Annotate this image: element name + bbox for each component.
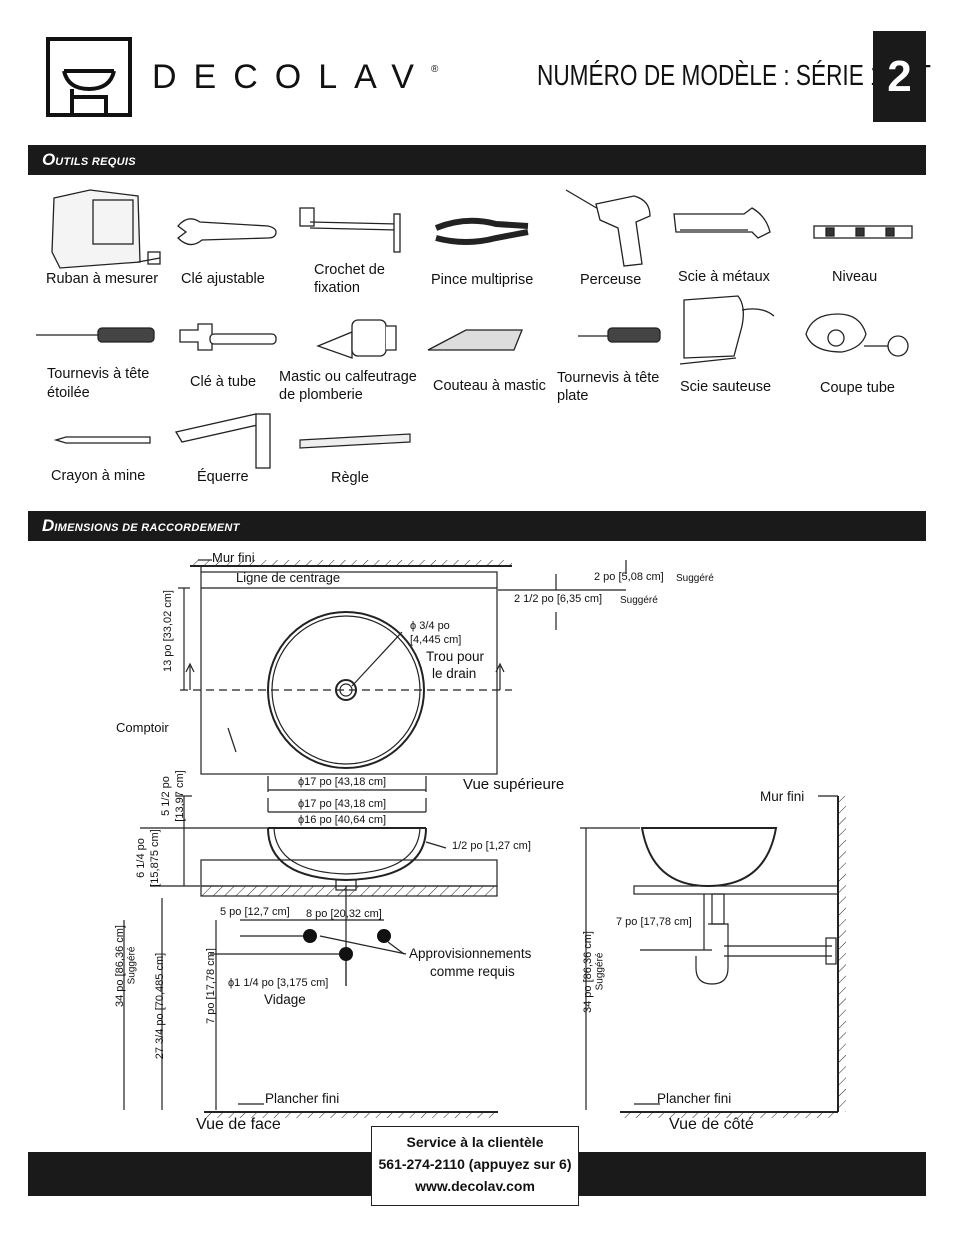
tool-label-pencil: Crayon à mine <box>51 468 146 484</box>
label-vidage: Vidage <box>264 992 306 1007</box>
tool-label-tape: Ruban à mesurer <box>46 271 159 287</box>
tool-label-ruler: Règle <box>331 470 369 486</box>
tool-label-hacksaw: Scie à métaux <box>678 269 770 285</box>
label-dim-2po: 2 po [5,08 cm] <box>594 571 664 583</box>
tool-label-hook-1: Crochet de <box>314 262 385 278</box>
pipe-wrench-icon <box>179 323 277 351</box>
service-website[interactable]: www.decolav.com <box>415 1178 535 1194</box>
label-dim-7po-side: 7 po [17,78 cm] <box>616 916 692 928</box>
tape-measure-icon <box>51 189 161 269</box>
tool-label-flat-1: Tournevis à tête <box>557 370 660 386</box>
supply-point-left <box>303 929 317 943</box>
tool-label-hook-2: fixation <box>314 280 360 296</box>
page-number: 2 <box>873 31 926 122</box>
service-title: Service à la clientèle <box>406 1134 544 1150</box>
label-dia17-front: ϕ17 po [43,18 cm] <box>298 798 387 810</box>
tool-label-putty: Couteau à mastic <box>433 378 546 394</box>
tube-cutter-icon <box>805 313 909 357</box>
label-drain-1-25: ϕ1 1/4 po [3,175 cm] <box>228 977 329 989</box>
label-drain-dia-1: ϕ 3/4 po <box>410 620 450 632</box>
drain-point <box>339 947 353 961</box>
tool-label-phillips-2: étoilée <box>47 385 90 401</box>
hacksaw-icon <box>673 207 771 239</box>
tool-label-jigsaw: Scie sauteuse <box>680 379 772 395</box>
label-suggere-1: Suggéré <box>676 573 714 584</box>
tool-label-flat-2: plate <box>557 388 589 404</box>
label-vue-cote: Vue de côté <box>669 1116 754 1133</box>
label-drain-hole-2: le drain <box>432 666 477 681</box>
label-mur-fini-side: Mur fini <box>760 789 805 804</box>
label-dim-6-25-a: 6 1/4 po <box>135 838 147 878</box>
tool-label-level: Niveau <box>832 269 878 285</box>
tool-label-wrench: Clé ajustable <box>181 271 265 287</box>
label-dim-34po-side: 34 po [86,36 cm] <box>582 931 594 1013</box>
label-dim-27-75: 27 3/4 po [70,485 cm] <box>154 952 166 1060</box>
hook-icon <box>299 207 401 253</box>
label-dim-5-5po-b: [13,97 cm] <box>174 770 186 822</box>
square-icon <box>174 413 271 469</box>
label-dim-34po: 34 po [86,36 cm] <box>114 925 126 1007</box>
brand-name: DECOLAV® <box>152 58 439 96</box>
label-dim-7po-front: 7 po [17,78 cm] <box>205 948 217 1024</box>
label-suggere-3: Suggéré <box>126 946 138 985</box>
customer-service-box: Service à la clientèle 561-274-2110 (app… <box>371 1126 579 1206</box>
tool-label-pliers: Pince multiprise <box>431 272 534 288</box>
tool-label-cutter: Coupe tube <box>820 380 895 396</box>
label-comptoir: Comptoir <box>116 720 169 735</box>
label-dia17-top: ϕ17 po [43,18 cm] <box>298 776 387 788</box>
flat-screwdriver-icon <box>578 327 661 343</box>
label-dim-5po: 5 po [12,7 cm] <box>220 906 290 918</box>
level-icon <box>813 225 913 239</box>
label-plancher-side: Plancher fini <box>657 1091 732 1106</box>
label-vue-superieure: Vue supérieure <box>463 776 565 793</box>
supply-point-right <box>377 929 391 943</box>
service-phone: 561-274-2110 (appuyez sur 6) <box>378 1156 572 1172</box>
label-dim-6-25-b: [15,875 cm] <box>149 829 161 887</box>
label-dim-2-5po: 2 1/2 po [6,35 cm] <box>514 593 603 605</box>
tool-label-phillips-1: Tournevis à tête <box>47 366 150 382</box>
label-ligne-centrage: Ligne de centrage <box>236 570 341 585</box>
label-suggere-2: Suggéré <box>620 595 658 606</box>
label-dia16-front: ϕ16 po [40,64 cm] <box>298 814 387 826</box>
label-mur-fini-top: Mur fini <box>212 550 255 565</box>
caulk-tube-icon <box>316 319 397 359</box>
tool-label-drill: Perceuse <box>580 272 642 288</box>
phillips-screwdriver-icon <box>36 327 155 343</box>
label-drain-hole-1: Trou pour <box>426 649 485 664</box>
decolav-logo-icon <box>46 37 132 117</box>
label-drain-dia-2: [4,445 cm] <box>410 634 462 646</box>
tool-label-caulk-1: Mastic ou calfeutrage <box>279 369 417 385</box>
model-title: NUMÉRO DE MODÈLE : SÉRIE 1112T <box>537 60 931 92</box>
ruler-icon <box>299 433 411 449</box>
label-vue-face: Vue de face <box>196 1116 281 1133</box>
drill-icon <box>565 189 651 267</box>
label-dim-half: 1/2 po [1,27 cm] <box>452 840 531 852</box>
label-dim-13po: 13 po [33,02 cm] <box>162 590 174 672</box>
tools-section-header: OUTILS REQUIS <box>28 145 926 175</box>
label-plancher-front: Plancher fini <box>265 1091 340 1106</box>
putty-knife-icon <box>427 329 523 351</box>
pliers-icon <box>434 217 529 245</box>
tool-label-square: Équerre <box>197 469 249 485</box>
dimensions-section-header: DIMENSIONS DE RACCORDEMENT <box>28 511 926 541</box>
jigsaw-icon <box>679 295 775 365</box>
label-dim-5-5po-a: 5 1/2 po <box>160 776 172 816</box>
pencil-icon <box>53 436 151 444</box>
label-supply-2: comme requis <box>430 964 515 979</box>
tool-label-pipe-wrench: Clé à tube <box>190 374 257 390</box>
label-dim-8po: 8 po [20,32 cm] <box>306 908 382 920</box>
label-suggere-4: Suggéré <box>594 952 606 991</box>
adjustable-wrench-icon <box>177 218 277 246</box>
label-supply-1: Approvisionnements <box>409 946 532 961</box>
tool-label-caulk-2: de plomberie <box>279 387 363 403</box>
